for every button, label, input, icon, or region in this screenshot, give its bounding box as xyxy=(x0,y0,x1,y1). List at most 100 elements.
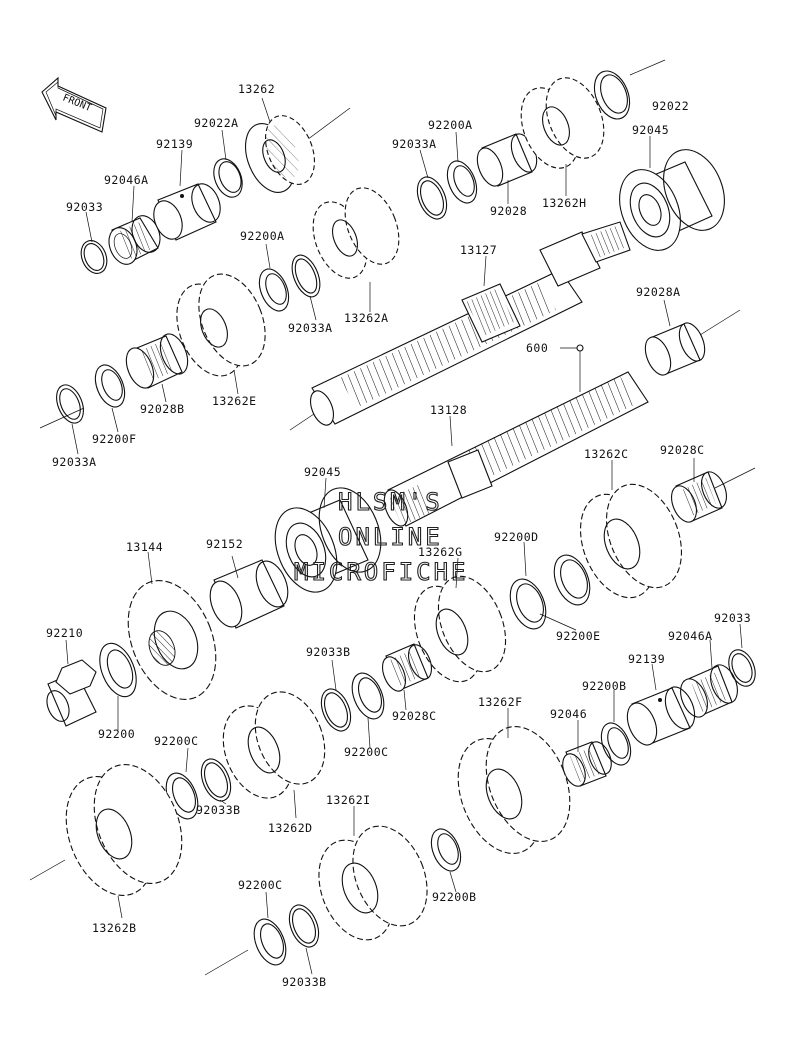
part-13262c-gear xyxy=(579,483,683,599)
part-92046a-needle-bearing-right xyxy=(680,664,738,718)
part-13144-sprocket xyxy=(127,580,217,700)
label-92200b-a: 92200B xyxy=(582,679,627,693)
label-13262d: 13262D xyxy=(268,821,313,835)
label-92028: 92028 xyxy=(490,204,527,218)
part-92200c-washer-mid xyxy=(351,672,385,720)
label-13262i: 13262I xyxy=(326,793,371,807)
label-92139-top: 92139 xyxy=(156,137,193,151)
label-92045-top: 92045 xyxy=(632,123,669,137)
label-92210: 92210 xyxy=(46,626,83,640)
label-92033b-b: 92033B xyxy=(196,803,241,817)
part-92022a-washer xyxy=(213,158,243,198)
label-92045-mid: 92045 xyxy=(304,465,341,479)
label-92046a-right: 92046A xyxy=(668,629,713,643)
label-13144: 13144 xyxy=(126,540,163,554)
part-13262b-gear xyxy=(65,764,183,896)
label-92033a-low: 92033A xyxy=(52,455,97,469)
part-92033b-circlip-left xyxy=(200,758,232,802)
part-92028c-needle-bearing-upper xyxy=(671,471,727,523)
label-13262: 13262 xyxy=(238,82,275,96)
label-13262g: 13262G xyxy=(418,545,463,559)
front-direction-arrow: FRONT xyxy=(41,76,107,133)
part-92045-ball-bearing-upper xyxy=(619,149,725,251)
label-92028c-low: 92028C xyxy=(392,709,437,723)
part-92139-collar-right xyxy=(626,686,696,746)
label-92046: 92046 xyxy=(550,707,587,721)
part-92210-nut xyxy=(46,659,97,727)
part-92200a-washer-upper xyxy=(446,160,478,204)
label-92022a: 92022A xyxy=(194,116,239,130)
label-92200f: 92200F xyxy=(92,432,137,446)
label-92200b-b: 92200B xyxy=(432,890,477,904)
label-92028b: 92028B xyxy=(140,402,185,416)
label-92139-right: 92139 xyxy=(628,652,665,666)
part-92200b-washer-lower xyxy=(430,828,462,872)
part-13262i-gear xyxy=(318,825,428,941)
part-92022-washer xyxy=(593,70,631,120)
label-13262e: 13262E xyxy=(212,394,257,408)
part-92200-washer xyxy=(99,642,137,698)
label-92033-right: 92033 xyxy=(714,611,751,625)
label-92033b-c: 92033B xyxy=(282,975,327,989)
part-13262g-gear xyxy=(413,575,507,683)
label-92028a: 92028A xyxy=(636,285,681,299)
part-labels: 13262 92022A 92139 92046A 92033 92200A 9… xyxy=(46,82,751,989)
part-13262-gear xyxy=(244,115,316,193)
label-92200a-top: 92200A xyxy=(428,118,473,132)
label-92200c-a: 92200C xyxy=(154,734,199,748)
label-13262f: 13262F xyxy=(478,695,523,709)
label-92033b-a: 92033B xyxy=(306,645,351,659)
part-92033a-circlip-lower xyxy=(56,384,84,424)
label-92200c-c: 92200C xyxy=(238,878,283,892)
part-92033b-circlip-mid xyxy=(320,688,352,732)
part-92033-circlip-right xyxy=(728,649,756,687)
label-600: 600 xyxy=(526,341,548,355)
label-13127: 13127 xyxy=(460,243,497,257)
label-92033-top: 92033 xyxy=(66,200,103,214)
label-92033a-top: 92033A xyxy=(392,137,437,151)
part-13128-shaft xyxy=(383,371,649,527)
part-92028c-needle-bearing-lower xyxy=(381,643,433,692)
part-13262e-gear xyxy=(176,273,266,377)
watermark-line-1: HLSM'S xyxy=(338,488,443,516)
part-92200c-washer-bottom xyxy=(253,918,287,966)
part-92200a-washer-mid xyxy=(258,268,290,312)
label-92046a-top: 92046A xyxy=(104,173,149,187)
part-13262h-gear xyxy=(520,77,605,169)
part-92033b-circlip-bottom xyxy=(288,904,320,948)
label-13262h: 13262H xyxy=(542,196,587,210)
label-92152: 92152 xyxy=(206,537,243,551)
part-92033a-circlip-upper xyxy=(416,176,448,220)
label-92200a-mid: 92200A xyxy=(240,229,285,243)
part-13262f-gear xyxy=(457,726,571,854)
label-92200d: 92200D xyxy=(494,530,539,544)
part-92200f-washer xyxy=(94,364,126,408)
label-92028c-top: 92028C xyxy=(660,443,705,457)
label-92200e: 92200E xyxy=(556,629,601,643)
leader-lines xyxy=(65,97,743,975)
watermark-line-3: MICROFICHE xyxy=(294,558,469,586)
part-13262a-gear xyxy=(312,187,400,279)
part-92028b-needle-bearing xyxy=(125,333,189,389)
part-92028-bush xyxy=(476,133,538,187)
part-92139-collar xyxy=(153,183,221,241)
label-92022: 92022 xyxy=(652,99,689,113)
part-92046a-needle-bearing xyxy=(108,215,161,265)
part-92200b-washer-right xyxy=(600,722,632,766)
label-92033a-mid: 92033A xyxy=(288,321,333,335)
part-13262d-gear xyxy=(222,691,326,799)
part-92200e-washer xyxy=(509,578,547,630)
axis-lines xyxy=(29,59,756,976)
label-92200: 92200 xyxy=(98,727,135,741)
label-92200c-b: 92200C xyxy=(344,745,389,759)
part-92033-circlip xyxy=(80,240,108,274)
watermark: HLSM'S ONLINE MICROFICHE xyxy=(293,487,469,586)
label-13128: 13128 xyxy=(430,403,467,417)
part-92200d-washer xyxy=(553,554,591,606)
watermark-line-2: ONLINE xyxy=(338,523,443,551)
part-600-marker xyxy=(560,344,584,392)
label-13262c: 13262C xyxy=(584,447,629,461)
label-13262b: 13262B xyxy=(92,921,137,935)
part-92046-needle-bearing xyxy=(562,741,612,787)
